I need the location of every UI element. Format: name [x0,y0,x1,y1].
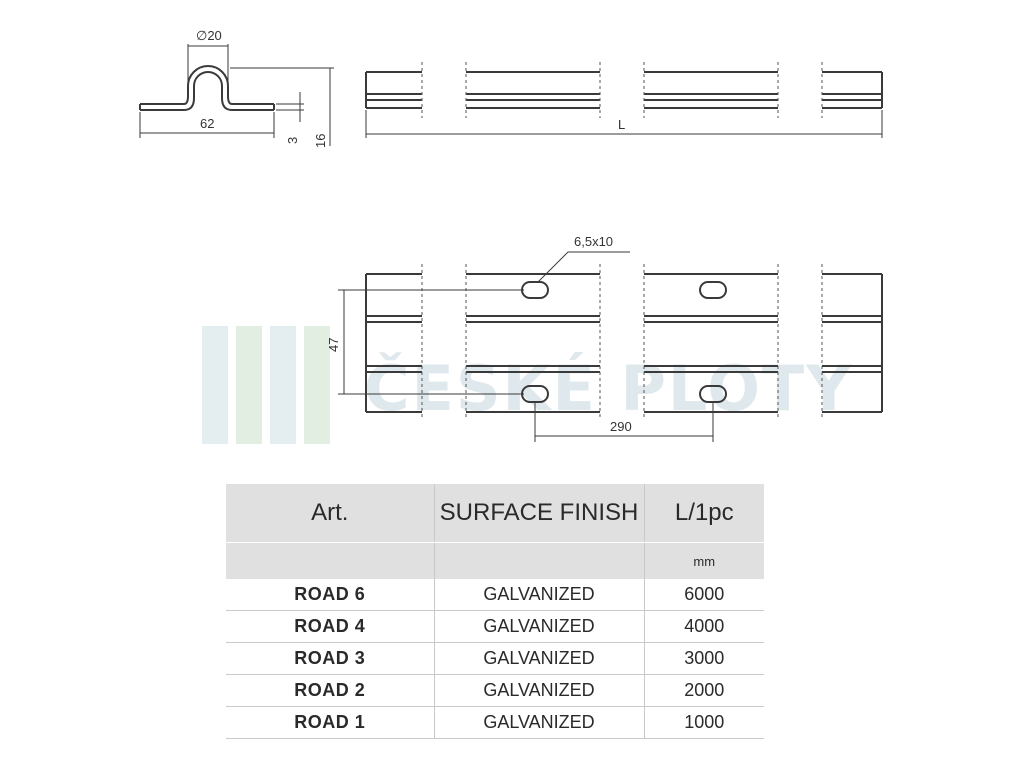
table-row: ROAD 1 GALVANIZED 1000 [226,706,764,739]
art-cell: ROAD 2 [226,674,435,707]
unit-length: mm [644,542,764,579]
table-row: ROAD 6 GALVANIZED 6000 [226,579,764,611]
slot-hole [699,281,727,299]
hole-distance-label: 47 [326,338,341,352]
length-cell: 2000 [644,674,764,707]
top-view: 6,5x10 47 290 [326,234,883,442]
table-row: ROAD 3 GALVANIZED 3000 [226,642,764,675]
header-art: Art. [226,484,435,543]
thickness-label: 3 [285,137,300,144]
spec-table: Art. SURFACE FINISH L/1pc mm ROAD 6 GALV… [226,484,764,739]
finish-cell: GALVANIZED [434,579,645,611]
unit-art [226,542,435,579]
finish-cell: GALVANIZED [434,610,645,643]
finish-cell: GALVANIZED [434,706,645,739]
header-length: L/1pc [644,484,764,543]
length-cell: 6000 [644,579,764,611]
finish-cell: GALVANIZED [434,674,645,707]
watermark-logo: ČESKÉ PLOTY [202,326,853,444]
height-label: 16 [313,134,328,148]
hole-spacing-label: 290 [610,419,632,434]
table-unit-row: mm [226,542,764,579]
watermark-text: ČESKÉ PLOTY [364,352,853,425]
side-view: L [365,62,883,138]
length-label: L [618,117,625,132]
finish-cell: GALVANIZED [434,642,645,675]
diameter-label: ∅20 [196,28,222,43]
length-cell: 4000 [644,610,764,643]
length-cell: 3000 [644,642,764,675]
profile-section: ∅20 62 3 16 [139,28,334,148]
art-cell: ROAD 4 [226,610,435,643]
length-cell: 1000 [644,706,764,739]
unit-finish [434,542,645,579]
header-surface-finish: SURFACE FINISH [434,484,645,543]
table-header-row: Art. SURFACE FINISH L/1pc [226,484,764,543]
width-label: 62 [200,116,214,131]
slot-size-label: 6,5x10 [574,234,613,249]
technical-drawing: ČESKÉ PLOTY ∅20 62 3 16 [139,28,883,444]
art-cell: ROAD 6 [226,579,435,611]
table-row: ROAD 4 GALVANIZED 4000 [226,610,764,643]
art-cell: ROAD 1 [226,706,435,739]
slot-hole [521,281,549,299]
table-row: ROAD 2 GALVANIZED 2000 [226,674,764,707]
art-cell: ROAD 3 [226,642,435,675]
